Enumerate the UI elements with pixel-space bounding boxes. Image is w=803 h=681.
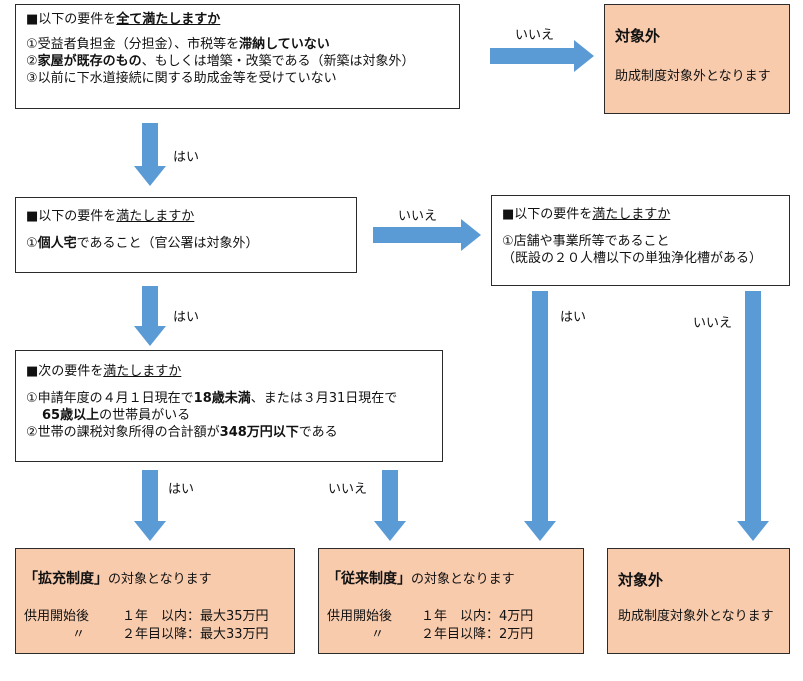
arrow-q1-yes: [134, 123, 166, 186]
arrow-q3-no: [737, 291, 769, 541]
question-2-title: ■以下の要件を満たしますか: [26, 209, 195, 224]
question-1-item-3: ③以前に下水道接続に関する助成金等を受けていない: [26, 71, 337, 86]
question-1-item-1: ①受益者負担金（分担金）、市税等を滞納していない: [26, 37, 330, 52]
result-expanded-row-1-value: １年 以内：最大35万円: [122, 609, 269, 624]
question-4-box: ■次の要件を満たしますか ①申請年度の４月１日現在で18歳未満、または３月31日…: [15, 350, 443, 462]
question-1-item-2: ②家屋が既存のもの、もしくは増築・改築である（新築は対象外）: [26, 54, 415, 69]
result-title: 対象外: [618, 571, 664, 589]
question-3-title: ■以下の要件を満たしますか: [502, 207, 671, 222]
result-expanded-row-1: 供用開始後: [24, 609, 90, 624]
question-1-title: ■以下の要件を全て満たしますか: [26, 12, 221, 27]
arrow-q2-no: [373, 219, 481, 251]
label-no-q4: いいえ: [328, 482, 368, 497]
result-conventional-row-2-value: ２年目以降：2万円: [421, 627, 534, 642]
arrow-q4-no: [374, 470, 406, 541]
arrow-q4-yes: [134, 470, 166, 541]
question-3-item-2: （既設の２０人槽以下の単独浄化槽がある）: [502, 251, 763, 266]
question-2-item: ①個人宅であること（官公署は対象外）: [26, 236, 259, 251]
arrow-q3-yes: [524, 291, 556, 541]
result-conventional-row-1-value: １年 以内：4万円: [421, 609, 534, 624]
result-not-eligible-bottom: 対象外 助成制度対象外となります: [607, 548, 790, 654]
result-text: 助成制度対象外となります: [615, 69, 771, 84]
question-2-box: ■以下の要件を満たしますか ①個人宅であること（官公署は対象外）: [15, 197, 357, 273]
arrow-q2-yes: [134, 286, 166, 346]
question-4-item-2: ②世帯の課税対象所得の合計額が348万円以下である: [26, 425, 338, 440]
result-title: 対象外: [615, 27, 661, 45]
question-3-item-1: ①店舗や事業所等であること: [502, 234, 670, 249]
result-text: 助成制度対象外となります: [618, 609, 774, 624]
question-1-box: ■以下の要件を全て満たしますか ①受益者負担金（分担金）、市税等を滞納していない…: [15, 4, 460, 109]
label-yes-q4: はい: [168, 482, 195, 497]
label-no-q3: いいえ: [693, 316, 733, 331]
result-conventional-system: 「従来制度」の対象となります 供用開始後 １年 以内：4万円 〃 ２年目以降：2…: [318, 548, 584, 654]
label-no-q2: いいえ: [398, 209, 438, 224]
label-yes-q2: はい: [173, 310, 200, 325]
result-conventional-title: 「従来制度」の対象となります: [327, 571, 515, 587]
result-conventional-row-1: 供用開始後: [327, 609, 393, 624]
result-expanded-system: 「拡充制度」の対象となります 供用開始後 １年 以内：最大35万円 〃 ２年目以…: [15, 548, 295, 654]
result-conventional-row-2: 〃: [371, 627, 385, 642]
result-expanded-title: 「拡充制度」の対象となります: [24, 571, 212, 587]
question-4-item-1b: 65歳以上の世帯員がいる: [42, 408, 191, 423]
result-not-eligible-top: 対象外 助成制度対象外となります: [604, 4, 790, 114]
label-yes-q3: はい: [560, 310, 587, 325]
question-3-box: ■以下の要件を満たしますか ①店舗や事業所等であること （既設の２０人槽以下の単…: [491, 195, 790, 286]
label-yes-q1: はい: [173, 150, 200, 165]
label-no-q1: いいえ: [515, 28, 555, 43]
question-4-item-1: ①申請年度の４月１日現在で18歳未満、または３月31日現在で: [26, 391, 398, 406]
question-4-title: ■次の要件を満たしますか: [26, 364, 182, 379]
arrow-q1-no: [490, 40, 594, 72]
result-expanded-row-2: 〃: [72, 627, 86, 642]
result-expanded-row-2-value: ２年目以降：最大33万円: [122, 627, 269, 642]
